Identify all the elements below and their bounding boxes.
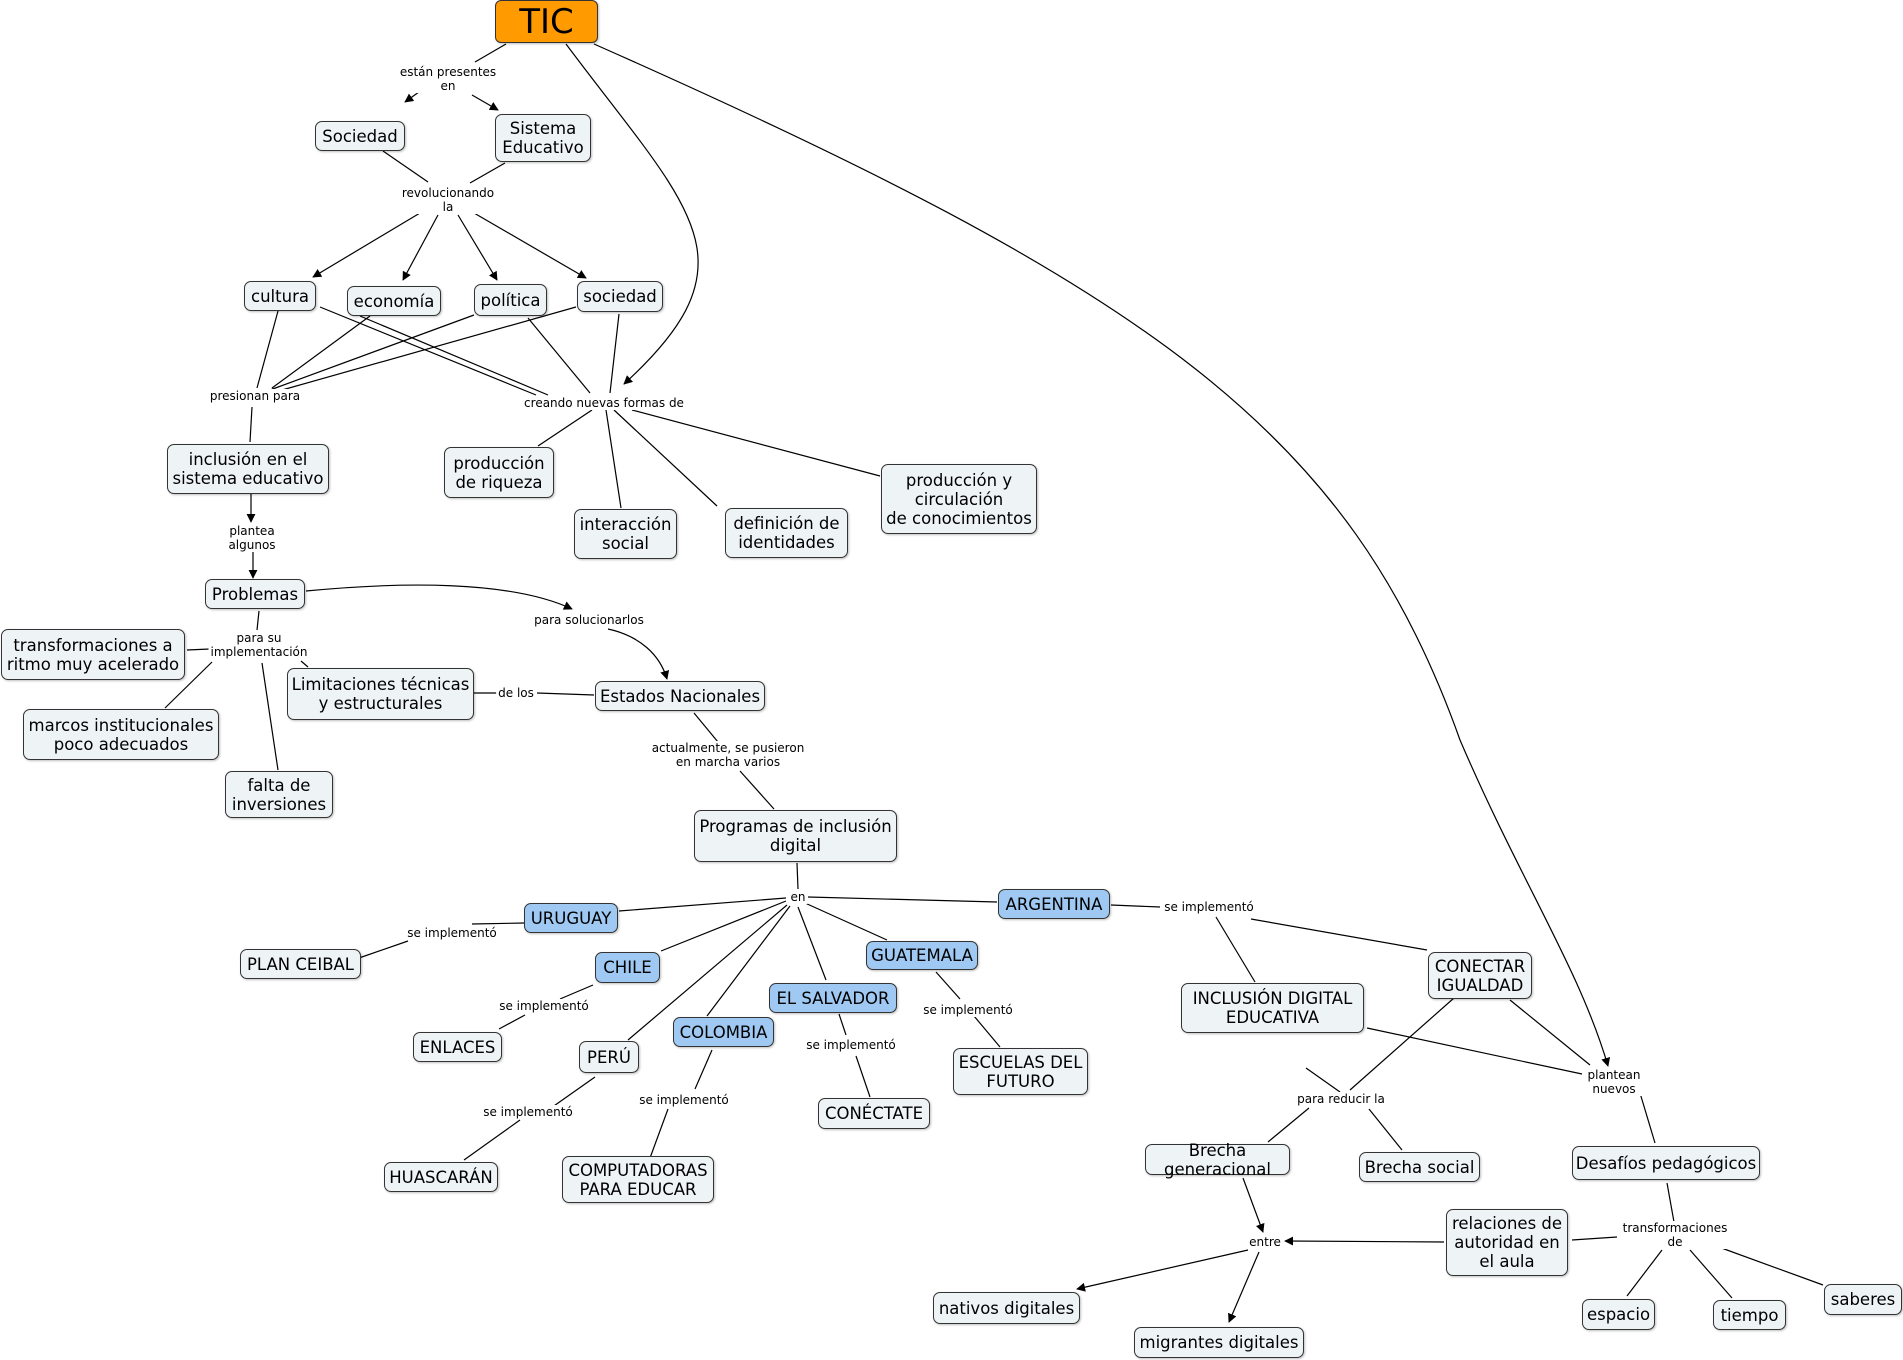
concept-nativos-digitales[interactable]: nativos digitales <box>933 1292 1080 1324</box>
concept-peru[interactable]: PERÚ <box>579 1041 639 1073</box>
concept-uruguay[interactable]: URUGUAY <box>524 903 618 933</box>
link-label-para-reducir: para reducir la <box>1295 1092 1387 1106</box>
concept-transformaciones-ritmo[interactable]: transformaciones a ritmo muy acelerado <box>1 629 185 680</box>
concept-falta-inversiones[interactable]: falta de inversiones <box>225 771 333 818</box>
link-label-se-implemento-argentina: se implementó <box>1162 900 1256 914</box>
concept-produccion-riqueza[interactable]: producción de riqueza <box>444 447 554 498</box>
link-label-en: en <box>788 890 808 904</box>
link-label-se-implemento-guatemala: se implementó <box>921 1003 1015 1017</box>
concept-problemas[interactable]: Problemas <box>205 579 305 609</box>
concept-brecha-generacional[interactable]: Brecha generacional <box>1145 1141 1290 1179</box>
link-label-revolucionando: revolucionando la <box>399 186 497 214</box>
link-label-se-implemento-colombia: se implementó <box>637 1093 731 1107</box>
concept-definicion-identidades[interactable]: definición de identidades <box>725 508 848 558</box>
concept-tiempo[interactable]: tiempo <box>1713 1300 1786 1330</box>
concept-argentina[interactable]: ARGENTINA <box>998 889 1110 919</box>
link-label-entre: entre <box>1247 1235 1283 1249</box>
concept-migrantes-digitales[interactable]: migrantes digitales <box>1134 1327 1304 1358</box>
link-label-para-solucionarlos: para solucionarlos <box>532 613 646 627</box>
link-label-se-implemento-uruguay: se implementó <box>405 926 499 940</box>
concept-guatemala[interactable]: GUATEMALA <box>866 941 978 970</box>
link-label-se-implemento-chile: se implementó <box>497 999 591 1013</box>
concept-sociedad[interactable]: Sociedad <box>315 121 405 151</box>
link-label-creando: creando nuevas formas de <box>522 396 686 410</box>
concept-politica[interactable]: política <box>474 284 547 316</box>
concept-inclusion-sistema-educativo[interactable]: inclusión en el sistema educativo <box>167 444 329 494</box>
link-label-plantea: plantea algunos <box>226 524 278 552</box>
concept-interaccion-social[interactable]: interacción social <box>574 509 677 559</box>
concept-el-salvador[interactable]: EL SALVADOR <box>769 983 897 1013</box>
link-label-estan-presentes: están presentes en <box>397 65 499 93</box>
concept-tic[interactable]: TIC <box>495 0 598 43</box>
link-label-de-los: de los <box>496 686 536 700</box>
link-label-actualmente: actualmente, se pusieron en marcha vario… <box>649 741 807 769</box>
link-label-se-implemento-el-salvador: se implementó <box>804 1038 898 1052</box>
concept-plan-ceibal[interactable]: PLAN CEIBAL <box>240 949 361 979</box>
concept-sociedad-2[interactable]: sociedad <box>577 281 663 312</box>
concept-espacio[interactable]: espacio <box>1582 1299 1655 1330</box>
concept-cultura[interactable]: cultura <box>244 281 316 311</box>
link-label-se-implemento-peru: se implementó <box>481 1105 575 1119</box>
concept-limitaciones[interactable]: Limitaciones técnicas y estructurales <box>287 668 474 720</box>
concept-colombia[interactable]: COLOMBIA <box>673 1017 774 1047</box>
concept-brecha-social[interactable]: Brecha social <box>1359 1152 1480 1182</box>
concept-programas-inclusion[interactable]: Programas de inclusión digital <box>694 810 897 862</box>
concept-produccion-circulacion[interactable]: producción y circulación de conocimiento… <box>881 464 1037 534</box>
concept-economia[interactable]: economía <box>347 286 441 316</box>
concept-escuelas-del-futuro[interactable]: ESCUELAS DEL FUTURO <box>953 1048 1088 1095</box>
concept-marcos-institucionales[interactable]: marcos institucionales poco adecuados <box>23 709 219 760</box>
link-label-transformaciones-de: transformaciones de <box>1620 1221 1730 1249</box>
concept-saberes[interactable]: saberes <box>1824 1284 1902 1315</box>
concept-computadoras-para-educar[interactable]: COMPUTADORAS PARA EDUCAR <box>562 1156 714 1203</box>
link-label-para-su-implementacion: para su implementación <box>208 631 310 659</box>
concept-inclusion-digital-educativa[interactable]: INCLUSIÓN DIGITAL EDUCATIVA <box>1181 983 1364 1033</box>
link-label-plantean: plantean nuevos <box>1585 1068 1643 1096</box>
concept-enlaces[interactable]: ENLACES <box>413 1032 502 1062</box>
concept-estados-nacionales[interactable]: Estados Nacionales <box>595 681 765 711</box>
concept-relaciones-autoridad[interactable]: relaciones de autoridad en el aula <box>1446 1209 1568 1276</box>
concept-desafios-pedagogicos[interactable]: Desafíos pedagógicos <box>1572 1146 1760 1180</box>
concept-chile[interactable]: CHILE <box>595 952 660 983</box>
link-label-presionan: presionan para <box>207 389 303 403</box>
concept-sistema-educativo[interactable]: Sistema Educativo <box>495 114 591 162</box>
concept-huascaran[interactable]: HUASCARÁN <box>384 1162 498 1192</box>
concept-conectar-igualdad[interactable]: CONECTAR IGUALDAD <box>1428 952 1532 999</box>
concept-conectate[interactable]: CONÉCTATE <box>818 1098 930 1129</box>
